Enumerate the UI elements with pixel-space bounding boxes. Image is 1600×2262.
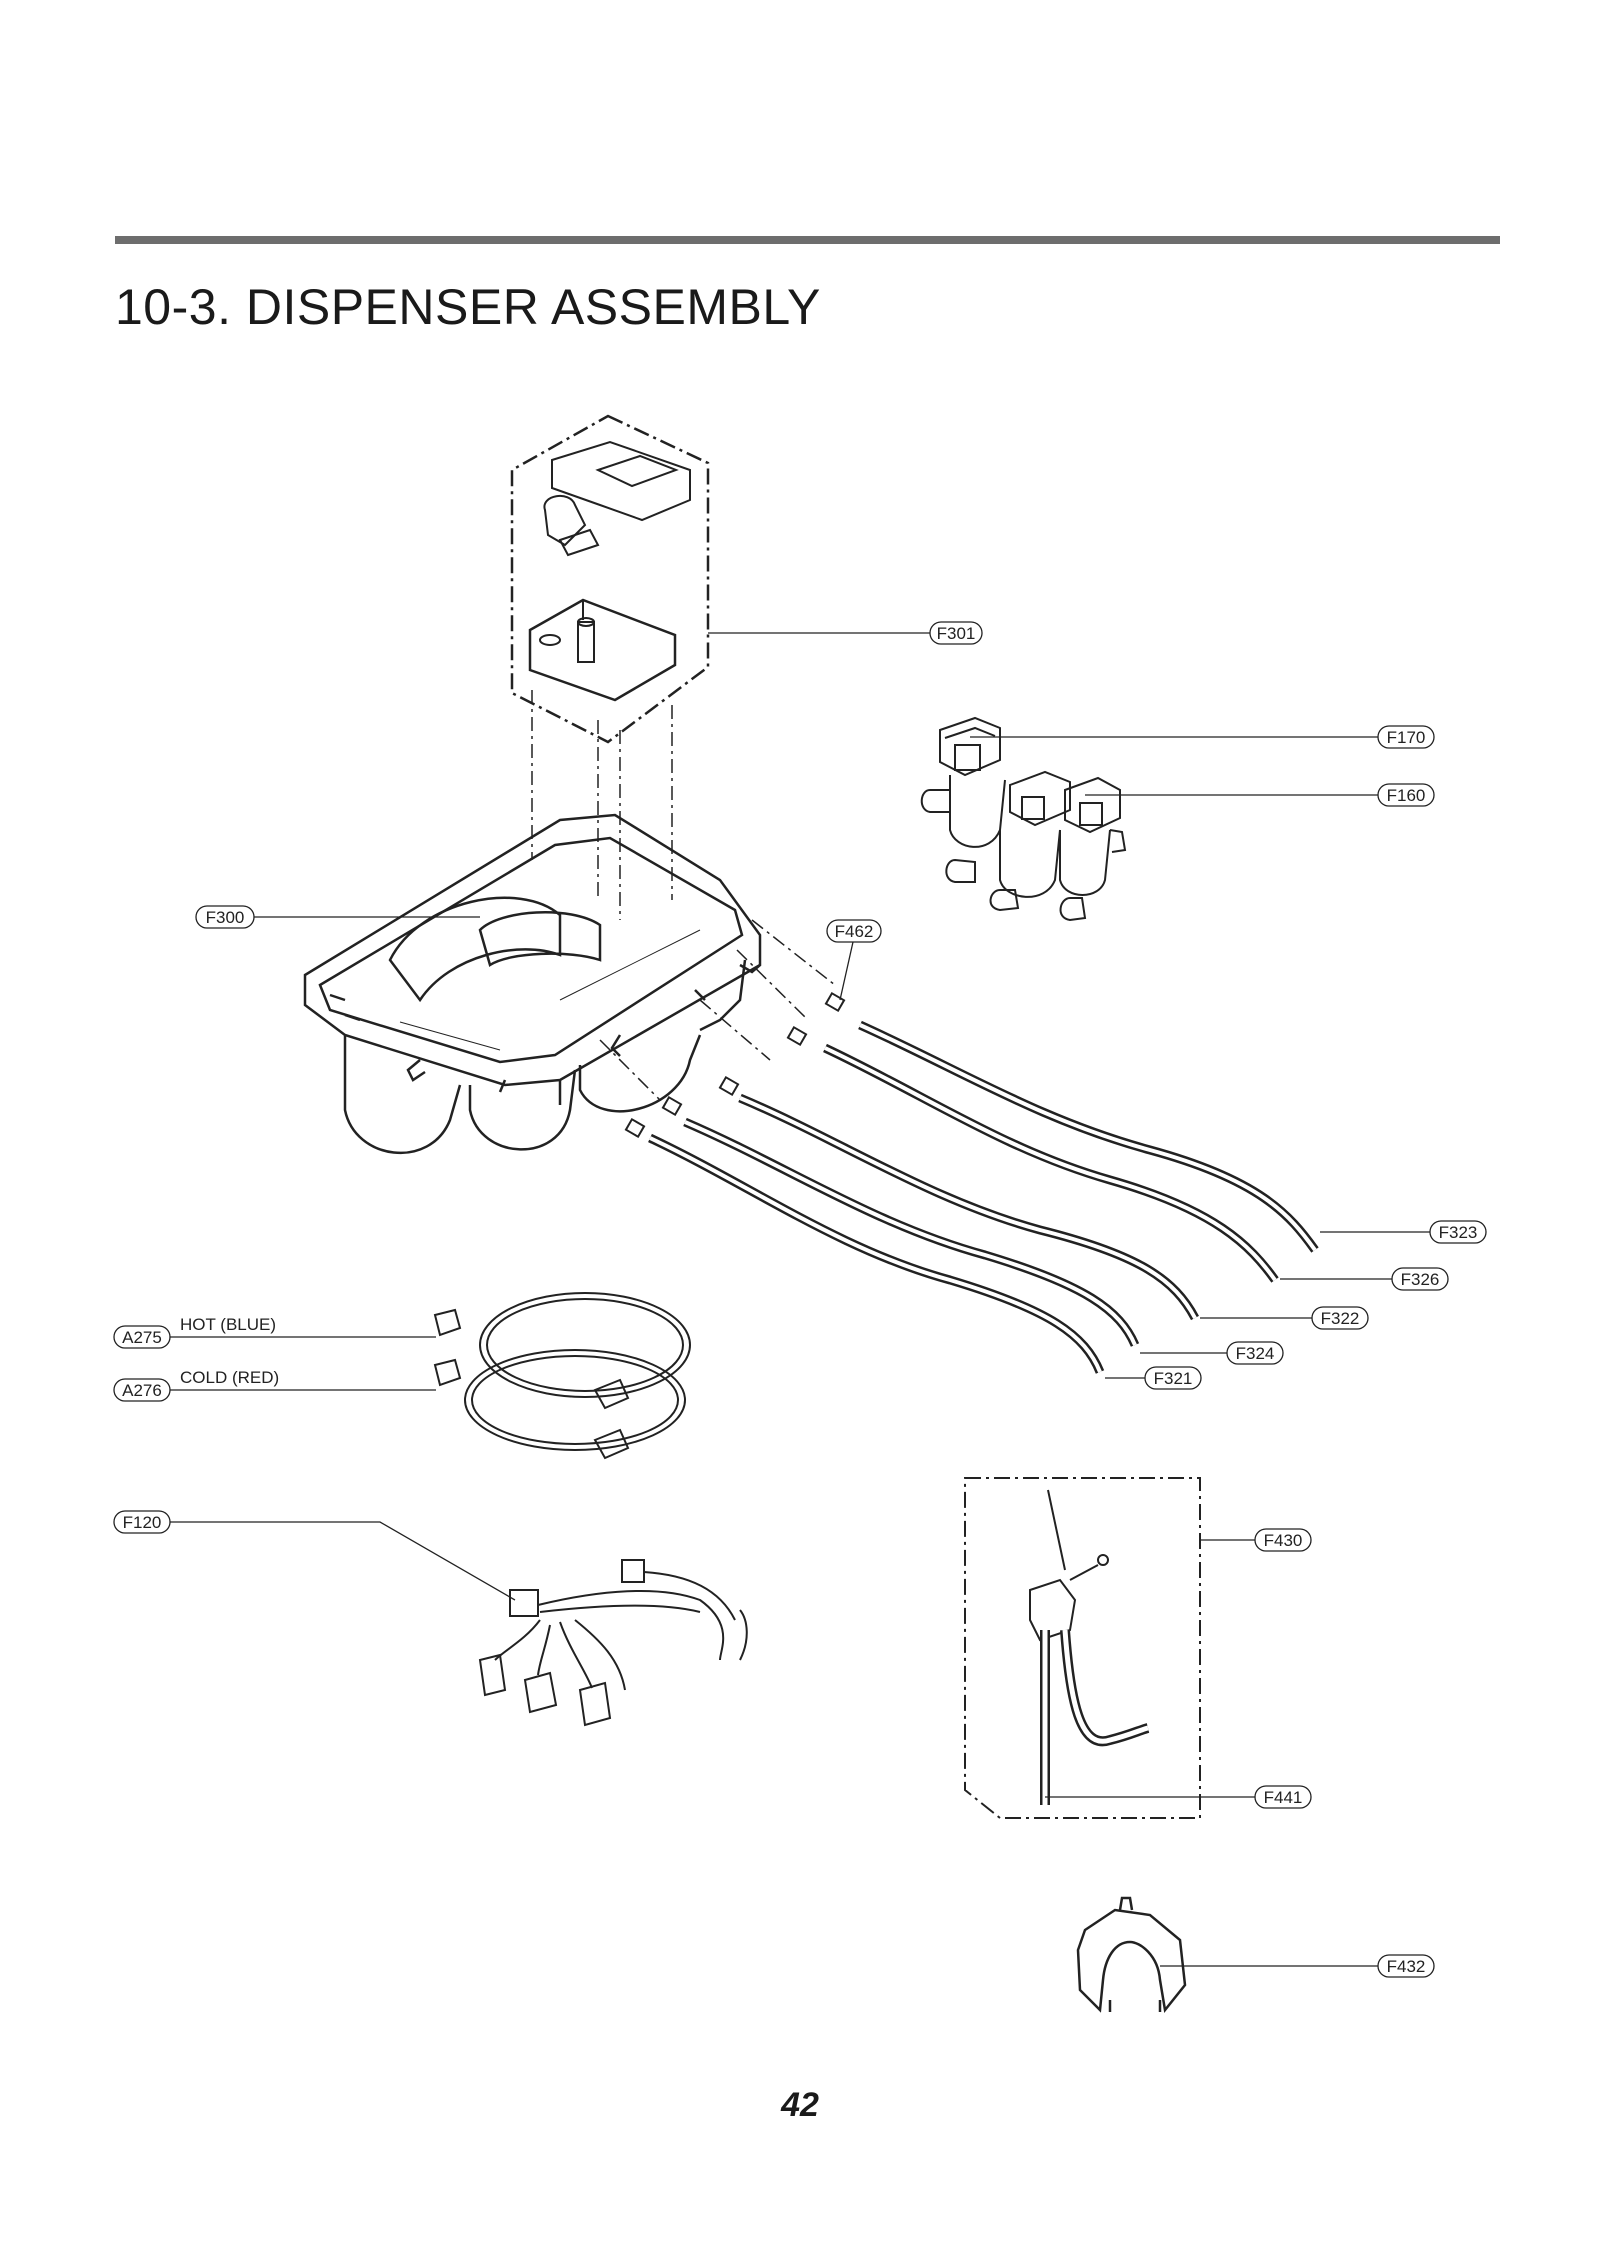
dispenser-cap-group [510, 414, 710, 744]
callout-F432 [1377, 1954, 1435, 1978]
hose-guide-clip [1076, 1896, 1187, 2013]
callout-label-F441: F441 [1264, 1788, 1303, 1807]
callout-F323 [1429, 1220, 1487, 1244]
callout-F326 [1391, 1267, 1449, 1291]
section-title: 10-3. DISPENSER ASSEMBLY [115, 279, 821, 335]
callout-label-F432: F432 [1387, 1957, 1426, 1976]
callout-label-A276: A276 [122, 1381, 162, 1400]
dispenser-housing [303, 813, 762, 1155]
dispenser-hoses [624, 991, 1319, 1374]
inlet-hoses [433, 1292, 691, 1460]
callout-F160 [1377, 783, 1435, 807]
callout-F322 [1311, 1306, 1369, 1330]
callout-F301 [929, 621, 983, 645]
callout-label-F324: F324 [1236, 1344, 1275, 1363]
callout-label-F462: F462 [835, 922, 874, 941]
section-divider [115, 236, 1500, 244]
callout-label-F430: F430 [1264, 1531, 1303, 1550]
drain-hose-group [964, 1477, 1201, 1819]
callout-F120 [113, 1510, 171, 1534]
assembly-guide-lines [531, 690, 836, 1101]
callout-F441 [1254, 1785, 1312, 1809]
callout-label-A275: A275 [122, 1328, 162, 1347]
callout-label-F323: F323 [1439, 1223, 1478, 1242]
leader-lines [168, 632, 1430, 1967]
callout-F170 [1377, 725, 1435, 749]
callout-label-F301: F301 [937, 624, 976, 643]
cold-red-label: COLD (RED) [180, 1368, 279, 1387]
callout-F324 [1226, 1341, 1284, 1365]
callout-label-F321: F321 [1154, 1369, 1193, 1388]
callout-A276 [113, 1378, 171, 1402]
callout-label-F326: F326 [1401, 1270, 1440, 1289]
callout-F430 [1254, 1528, 1312, 1552]
callout-label-F300: F300 [206, 908, 245, 927]
page-number: 42 [781, 2086, 819, 2124]
hot-blue-label: HOT (BLUE) [180, 1315, 276, 1334]
callout-label-F170: F170 [1387, 728, 1426, 747]
water-valve-assembly [920, 716, 1127, 922]
callout-label-F160: F160 [1387, 786, 1426, 805]
callout-label-F322: F322 [1321, 1309, 1360, 1328]
callout-label-F120: F120 [123, 1513, 162, 1532]
callout-F462 [826, 919, 882, 943]
callout-F300 [195, 905, 255, 929]
callout-F321 [1144, 1366, 1202, 1390]
wire-harness [478, 1559, 748, 1727]
callout-A275 [113, 1325, 171, 1349]
